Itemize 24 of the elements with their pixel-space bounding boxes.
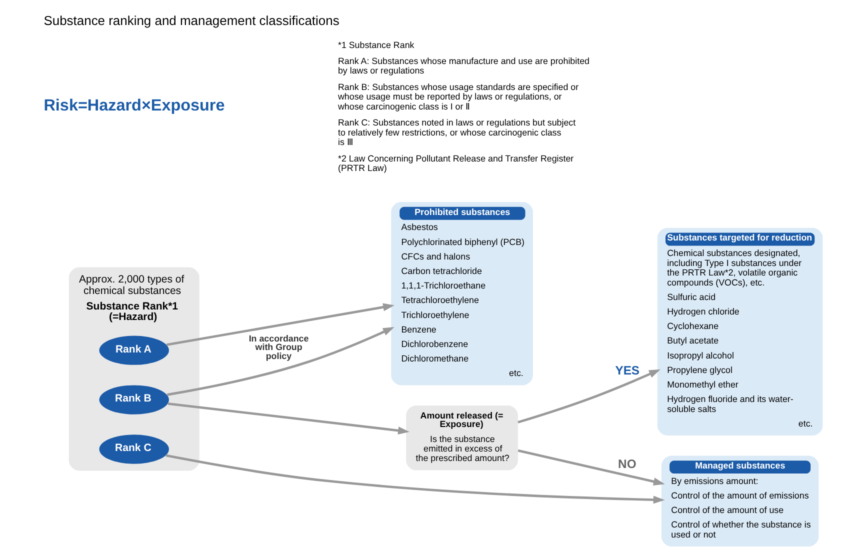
label: *2 Law Concerning Pollutant Release and Transfer Register (PRTR Law) bbox=[337, 153, 574, 174]
label: Rank A: Substances whose manufacture and use are prohibited by laws or regulations bbox=[337, 56, 590, 76]
label: *1 Substance Rank bbox=[337, 40, 414, 50]
node-box: Amount released (= Exposure) Is the substance emitted in excess of the prescribed amount? bbox=[406, 405, 518, 470]
node-ellipse: Rank A bbox=[98, 336, 168, 365]
node-ellipse: Rank C bbox=[98, 434, 168, 464]
node-box: Prohibited substances Asbestos Polychlorinated biphenyl (PCB) CFCs and halons Carbon tetrachloride 1,1,1-Trichloroethane Tetrachloroethylene Trichloroethylene Benzene Dichlorobenzene Dichloromethane etc. bbox=[390, 202, 532, 386]
node-ellipse: Rank B bbox=[98, 385, 168, 414]
arrow bbox=[167, 402, 409, 434]
edge-label: In accordance with Group policy bbox=[248, 333, 308, 362]
label: Rank B: Substances whose usage standards are specified or whose usage must be reported by laws or regulations, or whose carcinogenic class is I or Ⅱ bbox=[337, 82, 578, 112]
edge-label: YES bbox=[614, 364, 640, 378]
node-box: Substances targeted for reduction Chemical substances designated, including Type I substances under the PRTR Law*2, volatile organic compounds (VOCs), etc. Sulfuric acid Hydrogen chloride Cyclohexane Butyl acetate Isopropyl alcohol Propylene glycol Monomethyl ether Hydrogen fluoride and its water-soluble salts etc. bbox=[656, 228, 822, 436]
arrow bbox=[165, 454, 664, 504]
diagram-title: Substance ranking and management classifications bbox=[43, 13, 339, 28]
arrow bbox=[517, 369, 660, 424]
arrow bbox=[166, 303, 394, 346]
label: Risk=Hazard×Exposure bbox=[43, 96, 224, 114]
edge-label: NO bbox=[618, 456, 636, 471]
arrow bbox=[517, 449, 664, 486]
label: Rank C: Substances noted in laws or regulations but subject to relatively few restrictions, or whose carcinogenic class is Ⅲ bbox=[337, 118, 576, 148]
node-box: Managed substances By emissions amount: Control of the amount of emissions Control of the amount of use Control of whether the substance is used or not bbox=[660, 456, 818, 547]
arrow bbox=[166, 327, 394, 396]
node-label: Approx. 2,000 types of chemical substances bbox=[78, 274, 184, 297]
